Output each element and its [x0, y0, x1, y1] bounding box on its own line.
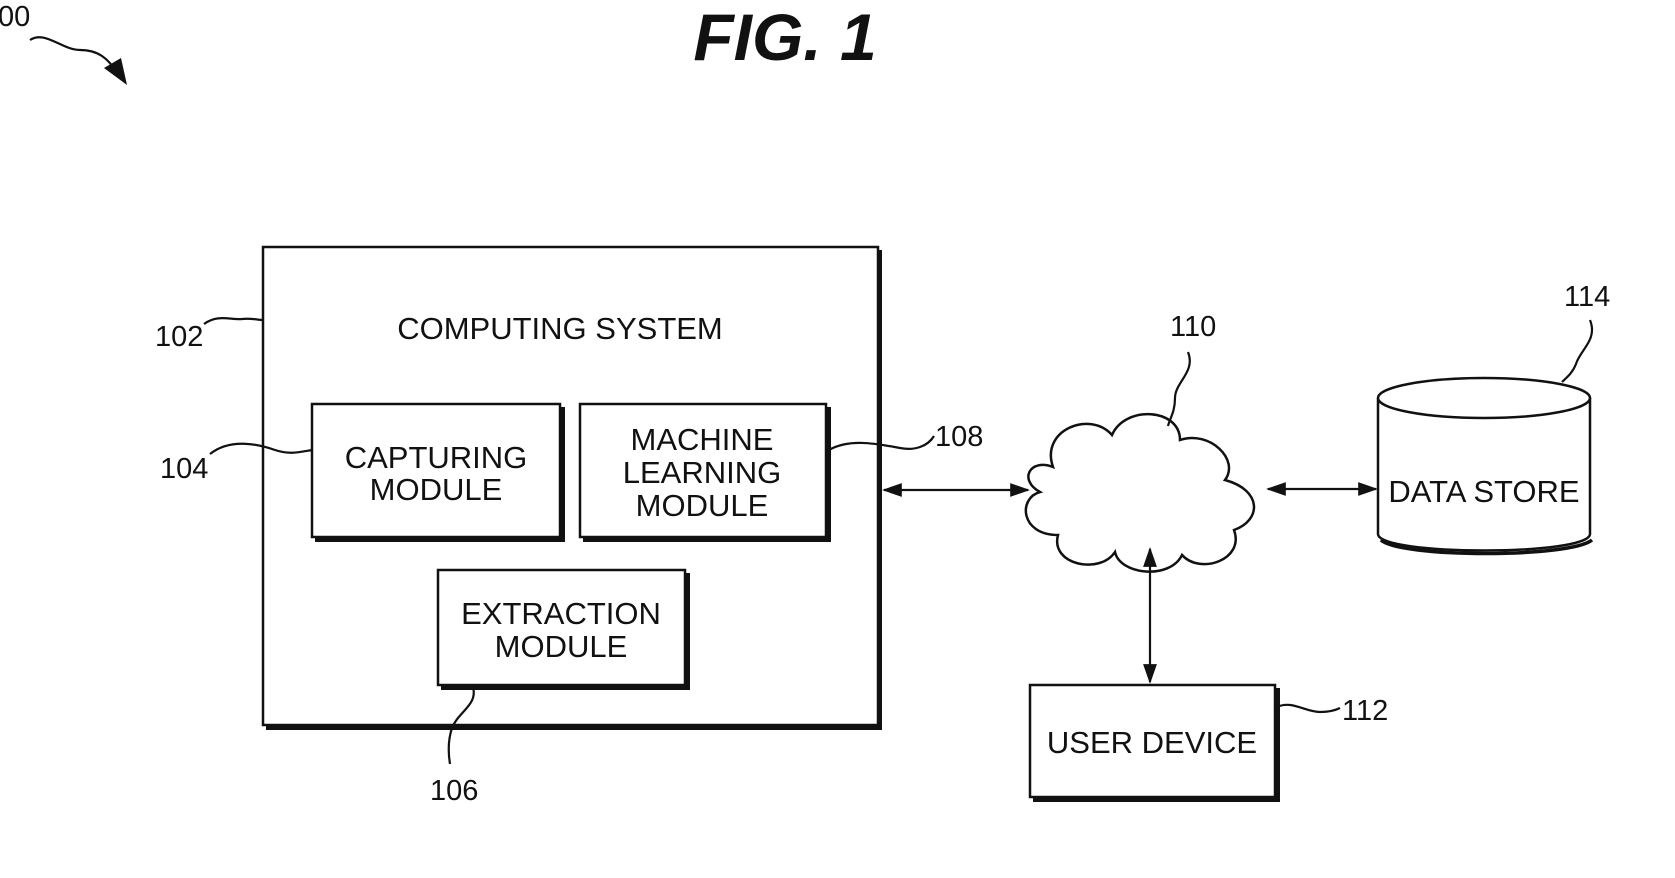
system-ref-arrowhead — [104, 58, 127, 85]
ml-module-line2: LEARNING — [623, 455, 781, 490]
connection-ref: 108 — [935, 421, 983, 453]
data-store-cylinder — [1378, 378, 1592, 554]
network-cloud — [1026, 414, 1254, 571]
extraction-module-ref: 106 — [430, 775, 478, 807]
capturing-module-line2: MODULE — [370, 472, 503, 507]
capturing-module-line1: CAPTURING — [345, 440, 528, 475]
network-ref: 110 — [1170, 311, 1216, 343]
data-store-label: DATA STORE — [1388, 474, 1579, 509]
system-ref-label: 00 — [0, 1, 30, 33]
ml-module-line1: MACHINE — [631, 422, 774, 457]
user-device-label: USER DEVICE — [1047, 725, 1257, 760]
extraction-module-line2: MODULE — [495, 629, 628, 664]
ml-module-line3: MODULE — [636, 488, 769, 523]
user-device-ref: 112 — [1342, 695, 1388, 727]
data-store-leader — [1562, 320, 1592, 382]
computing-system-label: COMPUTING SYSTEM — [397, 311, 723, 346]
user-device-leader — [1277, 705, 1340, 712]
computing-system-leader — [204, 318, 263, 324]
computing-system-ref: 102 — [155, 321, 203, 353]
extraction-module-line1: EXTRACTION — [461, 596, 661, 631]
data-store-ref: 114 — [1564, 281, 1610, 313]
capturing-module-ref: 104 — [160, 453, 208, 485]
figure-title: FIG. 1 — [693, 0, 876, 74]
network-leader — [1168, 352, 1190, 426]
